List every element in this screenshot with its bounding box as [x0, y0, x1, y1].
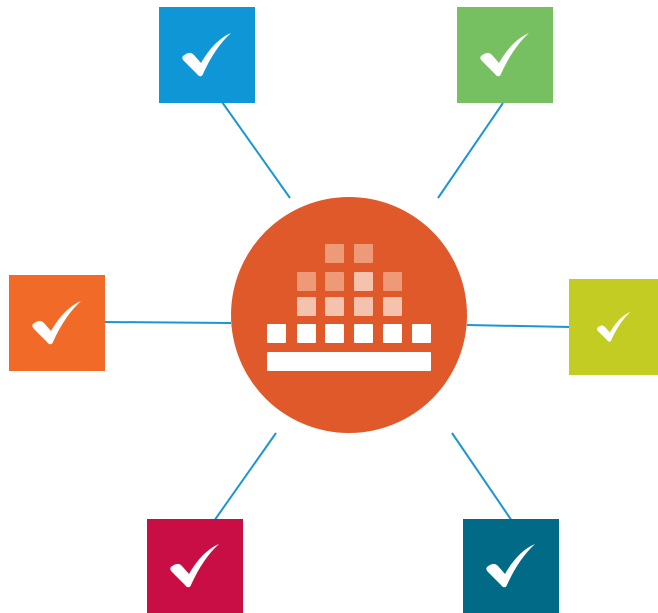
equalizer-block-icon	[231, 197, 467, 433]
hub-tile	[354, 324, 373, 343]
checkmark-icon	[596, 311, 631, 342]
hub-tile	[383, 297, 402, 316]
checkmark-box-middle-left	[9, 275, 105, 371]
checkmark-icon	[486, 544, 535, 588]
hub-base-bar	[267, 352, 431, 371]
checkmark-icon	[480, 33, 529, 77]
connector-bottom-right	[451, 432, 513, 522]
hub-tile	[325, 324, 344, 343]
checkmark-icon	[182, 33, 231, 77]
checkmark-box-middle-right	[569, 279, 658, 375]
hub-tile	[325, 297, 344, 316]
checkmark-box-bottom-right	[463, 519, 559, 613]
hub-tile	[354, 297, 373, 316]
connector-top-right	[437, 102, 504, 199]
hub-tile	[297, 297, 316, 316]
hub-circle	[231, 197, 467, 433]
hub-tile	[383, 272, 402, 291]
hub-tile	[354, 272, 373, 291]
hub-tile	[354, 244, 373, 263]
checkmark-icon	[170, 544, 219, 588]
checkmark-box-top-left	[159, 7, 255, 103]
hub-tile	[412, 324, 431, 343]
checkmark-icon	[32, 301, 81, 345]
connector-bottom-left	[213, 432, 277, 522]
hub-tile	[297, 272, 316, 291]
connector-middle-right	[466, 324, 571, 328]
checkmark-box-top-right	[457, 7, 553, 103]
hub-tile	[267, 324, 286, 343]
hub-tile	[297, 324, 316, 343]
connector-middle-left	[103, 321, 232, 324]
hub-tile	[325, 244, 344, 263]
connector-top-left	[221, 101, 291, 199]
checkmark-box-bottom-left	[147, 519, 243, 613]
hub-tile	[325, 272, 344, 291]
hub-background	[231, 197, 467, 433]
hub-tile	[383, 324, 402, 343]
